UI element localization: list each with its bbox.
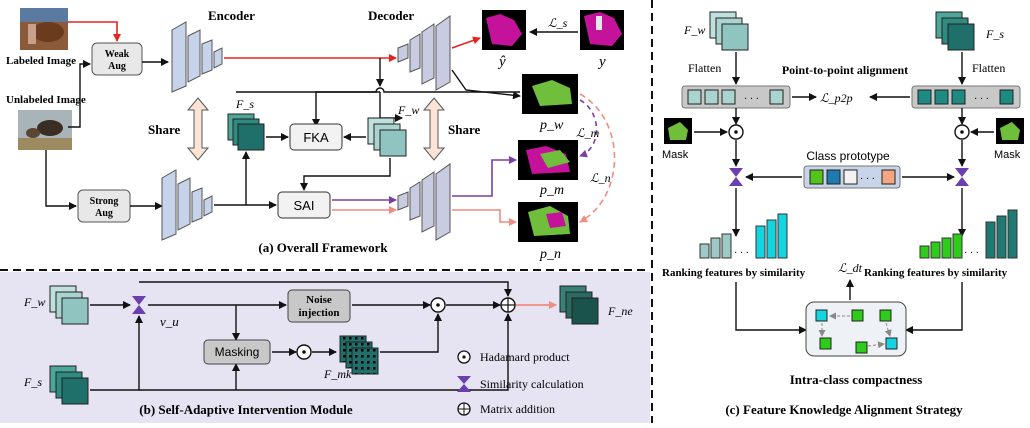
decoder-top [397,15,451,91]
decoder-bottom [397,163,451,241]
encoder-top [171,21,223,93]
f-ne-stack [559,285,599,325]
share-label-left: Share [148,122,180,137]
svg-text:· · ·: · · · [974,94,989,105]
unlabeled-image-thumbnail [18,110,72,150]
p-w-label: p_w [539,118,564,133]
f-w-stack [367,117,407,157]
flatten-row-weak: · · · [681,85,791,109]
share-arrow-left [186,97,210,161]
prototype-row: · · · [803,165,901,189]
fka-f-w-stack [709,11,749,51]
f-mk-label: F_mk [323,367,352,381]
loss-dt-label: ℒ_dt [838,261,863,275]
labeled-image-label: Labeled Image [6,55,76,67]
p-w-mask [522,74,578,114]
fka-similarity-right-icon [955,168,969,186]
flatten-right: Flatten [972,61,1005,75]
svg-text:· · ·: · · · [734,248,749,259]
mask-left-label: Mask [662,149,689,161]
noise-injection-box [287,289,351,323]
panel-c: F_w F_s Flatten Flatten Point-to-point a… [662,11,1024,417]
fka-f-s-label: F_s [985,27,1004,41]
ranking-right-label: Ranking features by similarity [864,267,1008,279]
compactness-box [805,301,907,357]
svg-text:· · ·: · · · [744,94,759,105]
y-hat-mask [482,10,526,50]
p2p-label: Point-to-point alignment [782,63,908,77]
f-ne-label: F_ne [607,304,633,318]
v-u-label: v_u [160,314,179,329]
f-s-stack [227,113,265,151]
panel-c-caption: (c) Feature Knowledge Alignment Strategy [725,402,963,417]
sai-f-s-label: F_s [23,375,42,389]
legend-similarity-icon [457,376,471,392]
loss-m-label: ℒ_m [576,126,600,140]
legend-hadamard: Hadamard product [480,350,570,364]
bars-right: · · · [919,209,1018,259]
loss-p2p-label: ℒ_p2p [820,91,853,105]
labeled-image-thumbnail [20,8,68,50]
compactness-label: Intra-class compactness [790,372,923,387]
sai-box [277,191,331,219]
fka-similarity-left-icon [729,168,743,186]
fka-label: FKA [303,130,329,145]
p-m-mask [518,140,578,180]
share-label-right: Share [448,122,480,137]
mask-right-thumb [996,118,1024,144]
p-m-label: p_m [539,183,564,198]
p-n-mask [518,202,578,242]
sai-label: SAI [294,198,315,213]
encoder-bottom [161,169,213,241]
sai-f-w-label: F_w [23,295,45,309]
p-n-label: p_n [539,247,561,262]
f-mk-stack [339,335,379,375]
fka-f-w-label: F_w [683,23,705,37]
f-w-label: F_w [397,103,419,117]
mask-left-thumb [664,118,692,144]
similarity-icon [132,296,146,314]
flatten-row-strong: · · · [911,85,1021,109]
panel-a-caption: (a) Overall Framework [258,240,388,255]
f-s-label: F_s [235,97,254,111]
masking-box [203,339,271,365]
legend-similarity: Similarity calculation [480,377,584,391]
unlabeled-image-label: Unlabeled Image [6,94,86,106]
fka-f-s-stack [935,11,975,51]
flatten-left: Flatten [688,61,721,75]
y-hat-label: ŷ [497,54,506,70]
mask-right-label: Mask [994,149,1021,161]
encoder-label: Encoder [208,8,255,23]
legend-addition: Matrix addition [480,402,555,416]
ranking-left-label: Ranking features by similarity [662,267,806,279]
legend: Hadamard product Similarity calculation … [457,350,584,416]
bars-left: · · · [699,213,788,259]
sai-f-w-stack [49,285,89,325]
fka-box [289,123,343,151]
svg-text:· · ·: · · · [860,174,875,185]
svg-text:· · ·: · · · [964,248,979,259]
y-mask [580,10,624,50]
sai-f-s-stack [49,365,89,405]
y-label: y [597,54,606,70]
share-arrow-right [422,97,446,161]
loss-s-label: ℒ_s [548,16,568,30]
loss-n-label: ℒ_n [590,171,611,185]
panel-b-caption: (b) Self-Adaptive Intervention Module [139,402,353,417]
weak-aug-box [91,42,143,76]
prototype-label: Class prototype [806,149,890,163]
masking-label: Masking [215,345,260,359]
decoder-label: Decoder [368,8,414,23]
